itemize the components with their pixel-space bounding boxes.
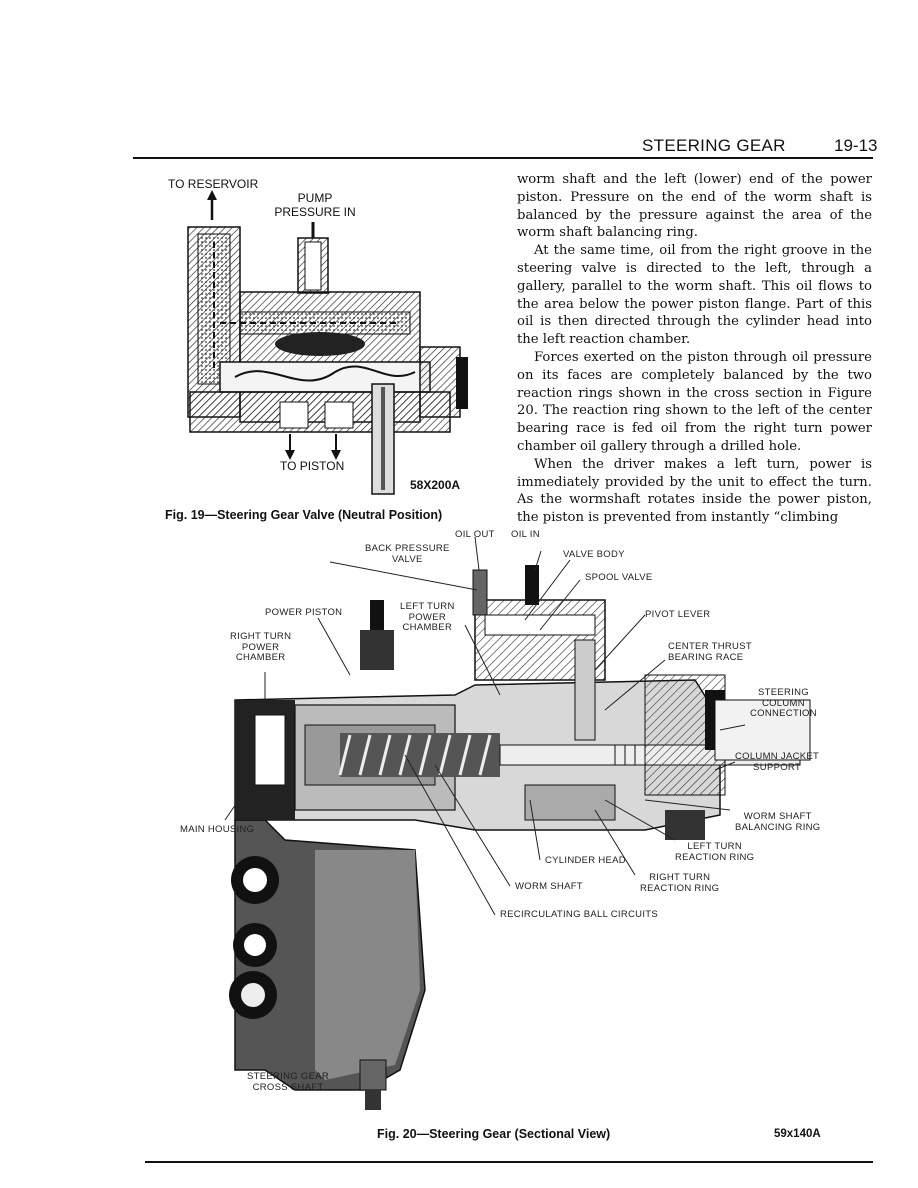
label-main-housing: MAIN HOUSING bbox=[180, 824, 255, 835]
valve-illustration bbox=[187, 190, 468, 495]
paragraph: worm shaft and the left (lower) end of t… bbox=[517, 172, 872, 241]
label-steering-gear-cross-shaft: STEERING GEAR CROSS SHAFT bbox=[247, 1071, 330, 1093]
label-to-reservoir: TO RESERVOIR bbox=[168, 177, 259, 191]
label-back-pressure-valve: BACK PRESSURE VALVE bbox=[365, 543, 450, 565]
label-right-turn-reaction-ring: RIGHT TURN REACTION RING bbox=[640, 872, 720, 894]
paragraph: Forces exerted on the piston through oil… bbox=[517, 349, 872, 454]
label-worm-shaft: WORM SHAFT bbox=[515, 881, 583, 892]
label-steering-column-connection: STEERING COLUMN CONNECTION bbox=[750, 687, 817, 719]
figure-19-caption: Fig. 19—Steering Gear Valve (Neutral Pos… bbox=[165, 508, 443, 522]
label-power-piston: POWER PISTON bbox=[265, 607, 343, 618]
figure-20-caption: Fig. 20—Steering Gear (Sectional View) bbox=[377, 1127, 611, 1141]
label-worm-shaft-balancing-ring: WORM SHAFT BALANCING RING bbox=[735, 811, 821, 833]
body-text-column: worm shaft and the left (lower) end of t… bbox=[517, 171, 872, 527]
label-pump-pressure-in: PUMP PRESSURE IN bbox=[274, 191, 356, 219]
figure-20-code: 59x140A bbox=[774, 1128, 821, 1140]
label-cylinder-head: CYLINDER HEAD bbox=[545, 855, 626, 866]
label-column-jacket-support: COLUMN JACKET SUPPORT bbox=[735, 751, 820, 773]
running-header-title: STEERING GEAR bbox=[642, 136, 786, 155]
figure-19-code: 58X200A bbox=[410, 478, 461, 492]
label-left-turn-power-chamber: LEFT TURN POWER CHAMBER bbox=[400, 601, 455, 633]
label-pivot-lever: PIVOT LEVER bbox=[645, 609, 711, 620]
label-recirculating-ball-circuits: RECIRCULATING BALL CIRCUITS bbox=[500, 909, 659, 920]
paragraph: When the driver makes a left turn, power… bbox=[517, 456, 872, 526]
label-left-turn-reaction-ring: LEFT TURN REACTION RING bbox=[675, 841, 755, 863]
figure-20-sectional-view: OIL OUT OIL IN BACK PRESSURE VALVE VALVE… bbox=[175, 529, 875, 1125]
steering-gear-illustration bbox=[224, 536, 811, 1110]
label-oil-out: OIL OUT bbox=[455, 529, 495, 540]
label-valve-body: VALVE BODY bbox=[563, 549, 625, 560]
label-to-piston: TO PISTON bbox=[280, 459, 345, 473]
figure-19-valve-diagram: TO RESERVOIR PUMP PRESSURE IN TO PISTON … bbox=[160, 172, 490, 507]
header-rule bbox=[133, 157, 873, 159]
label-right-turn-power-chamber: RIGHT TURN POWER CHAMBER bbox=[230, 631, 292, 663]
page-number: 19-13 bbox=[834, 136, 878, 155]
label-oil-in: OIL IN bbox=[511, 529, 540, 540]
footer-rule bbox=[145, 1161, 873, 1163]
label-center-thrust-bearing-race: CENTER THRUST BEARING RACE bbox=[668, 641, 752, 663]
label-spool-valve: SPOOL VALVE bbox=[585, 572, 653, 583]
paragraph: At the same time, oil from the right gro… bbox=[517, 243, 872, 348]
